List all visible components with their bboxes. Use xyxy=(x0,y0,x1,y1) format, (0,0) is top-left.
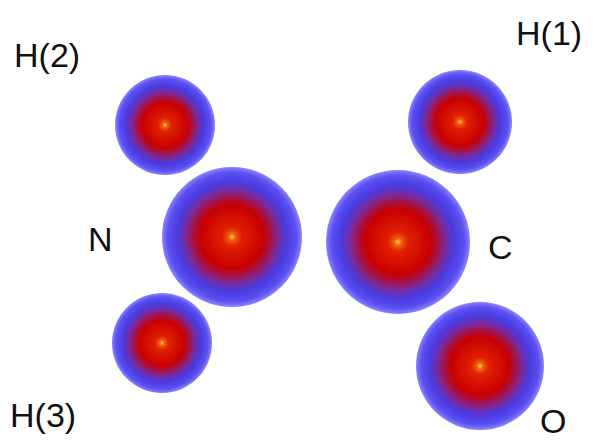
atom-label: C xyxy=(488,230,513,264)
oxygen-atom xyxy=(416,302,544,430)
atom-label: O xyxy=(540,404,566,438)
hydrogen-atom xyxy=(408,70,512,174)
atom-label: H(2) xyxy=(14,38,80,72)
hydrogen-atom xyxy=(115,75,215,175)
atom-label: H(3) xyxy=(10,398,76,432)
atom-label: N xyxy=(88,222,113,256)
hydrogen-atom xyxy=(112,293,212,393)
nitrogen-atom xyxy=(162,167,302,307)
atom-label: H(1) xyxy=(516,16,582,50)
carbon-atom xyxy=(326,170,470,314)
